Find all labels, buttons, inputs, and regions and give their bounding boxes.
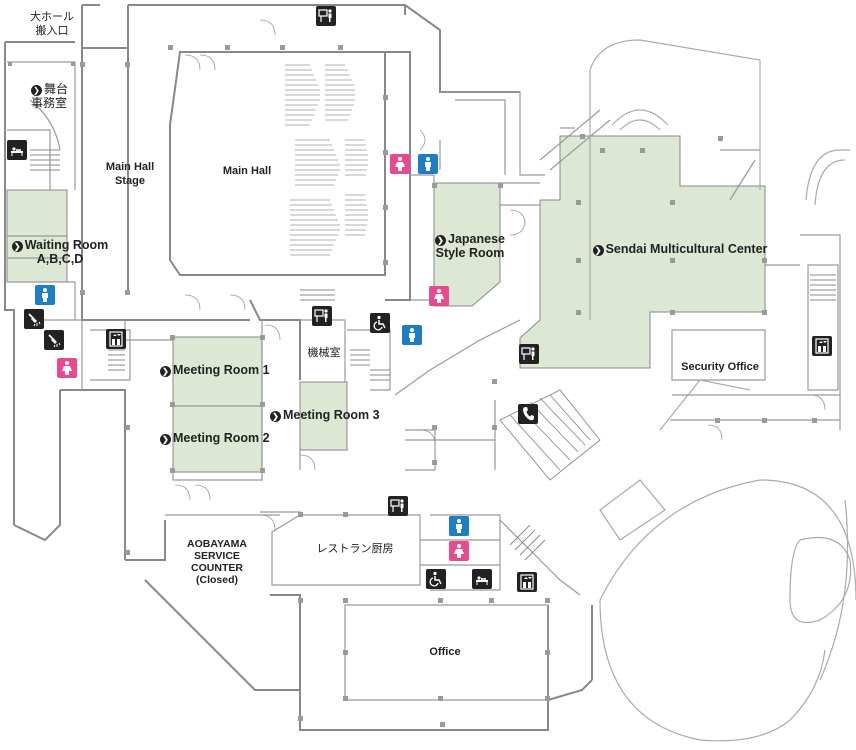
meeting-room-3-label[interactable]: ❯Meeting Room 3 [270,408,382,422]
meeting-room-2-text: Meeting Room 2 [173,431,270,445]
arrow-icon: ❯ [270,411,281,422]
meeting-room-2-fill [172,405,263,473]
main-hall-label: Main Hall [222,165,272,177]
male-restroom-icon[interactable] [418,154,438,174]
pillars [8,45,817,727]
restaurant-kitchen-label: レストラン厨房 [316,543,394,555]
male-restroom-icon[interactable] [449,516,469,536]
elevator-icon[interactable] [106,329,126,349]
information-board-icon[interactable] [519,344,539,364]
meeting-room-1-label[interactable]: ❯Meeting Room 1 [160,363,272,377]
female-restroom-icon[interactable] [57,358,77,378]
machine-room-label: 機械室 [307,347,341,359]
information-board-icon[interactable] [316,6,336,26]
stairs [30,149,836,561]
multicultural-center-text: Sendai Multicultural Center [605,242,768,256]
baby-changing-icon[interactable] [472,569,492,589]
information-board-icon[interactable] [388,496,408,516]
japanese-room-fill [433,182,501,307]
loading-entrance-label: 大ホール 搬入口 [30,11,74,37]
security-office-label: Security Office [681,361,759,373]
office-label: Office [429,646,461,658]
female-restroom-icon[interactable] [390,154,410,174]
arrow-icon: ❯ [435,235,446,246]
male-restroom-icon[interactable] [402,325,422,345]
female-restroom-icon[interactable] [449,541,469,561]
japanese-room-text: Japanese Style Room [435,232,505,260]
stage-office-text: 舞台 事務室 [31,82,69,110]
arrow-icon: ❯ [592,245,604,256]
outdoor-curves [589,39,856,742]
room-fills [6,135,766,473]
information-board-icon[interactable] [312,306,332,326]
service-counter-label: AOBAYAMA SERVICE COUNTER (Closed) [187,538,247,586]
wheelchair-icon[interactable] [426,569,446,589]
multicultural-center-label[interactable]: ❯Sendai Multicultural Center [590,242,770,256]
elevator-icon[interactable] [812,336,832,356]
multicultural-center-fill [519,135,766,369]
meeting-room-2-label[interactable]: ❯Meeting Room 2 [160,431,272,445]
arrow-icon: ❯ [160,434,171,445]
arrow-icon: ❯ [31,85,42,96]
main-hall-stage-label: Main Hall Stage [105,161,155,187]
elevator-icon[interactable] [517,572,537,592]
meeting-room-1-fill [172,336,263,407]
arrow-icon: ❯ [11,241,23,252]
arrow-icon: ❯ [160,366,171,377]
wheelchair-icon[interactable] [370,313,390,333]
waiting-room-label[interactable]: ❯Waiting Room A,B,C,D [10,224,110,266]
male-restroom-icon[interactable] [35,285,55,305]
meeting-room-1-text: Meeting Room 1 [173,363,270,377]
meeting-room-3-text: Meeting Room 3 [283,408,380,422]
telephone-icon[interactable] [518,404,538,424]
hall-seats [285,64,368,256]
baby-changing-icon[interactable] [7,140,27,160]
outer-walls [4,4,593,731]
stage-office-label: ❯舞台 事務室 [31,68,91,110]
female-restroom-icon[interactable] [429,286,449,306]
japanese-room-label[interactable]: ❯Japanese Style Room [425,218,515,260]
interior-walls [7,61,841,701]
door-swings [174,19,826,531]
shower-icon[interactable] [24,309,44,329]
shower-icon[interactable] [44,330,64,350]
waiting-room-text: Waiting Room A,B,C,D [24,238,109,266]
